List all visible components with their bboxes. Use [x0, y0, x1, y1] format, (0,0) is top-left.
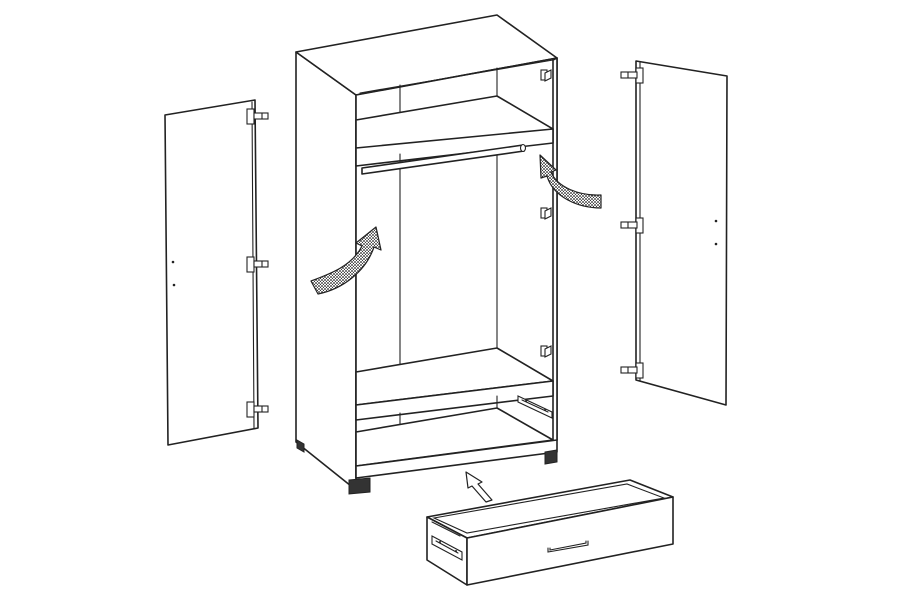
front-left-foot: [348, 477, 371, 495]
left-door-hinge-top: [246, 108, 269, 125]
front-right-foot: [544, 449, 558, 465]
back-left-foot: [296, 439, 305, 453]
left-door-hinge-bottom: [246, 401, 269, 418]
hanging-rail: [361, 143, 527, 175]
left-door-hinge-middle: [246, 256, 269, 273]
left-door-swing-arrow: [310, 226, 382, 295]
carcass-hinge-plate-bottom: [540, 345, 552, 358]
right-door-hinge-middle: [620, 217, 644, 234]
left-door: [164, 99, 269, 446]
drawer-insert-arrow: [465, 471, 493, 503]
drawer-handle: [547, 540, 589, 553]
wardrobe-carcass: [295, 14, 558, 495]
carcass-hinge-plate-top: [540, 69, 552, 82]
drawer-runner: [517, 395, 553, 419]
carcass-hinge-plate-middle: [540, 207, 552, 220]
drawer: [426, 479, 674, 586]
drawer-side-runner: [431, 535, 463, 561]
right-door-hinge-bottom: [620, 362, 644, 379]
right-door-hinge-top: [620, 67, 644, 84]
right-door-swing-arrow: [539, 154, 602, 209]
drawer-front: [466, 496, 674, 586]
right-door: [620, 60, 728, 406]
